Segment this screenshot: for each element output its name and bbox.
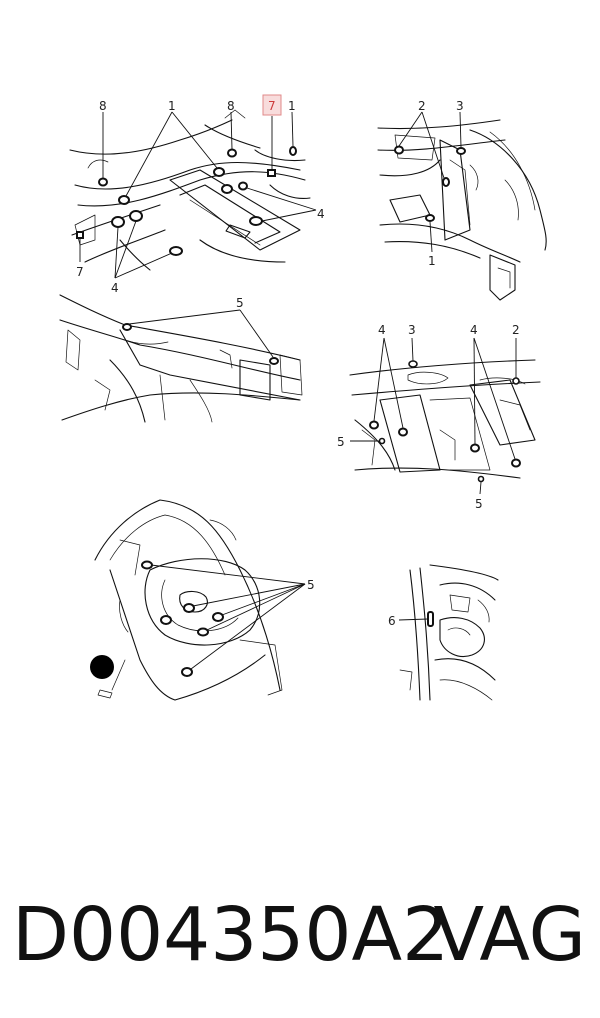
panel-top-right-leaders [398, 111, 462, 253]
callout-label: 5 [307, 578, 315, 592]
panel-top-left-labels: 8 1 8 7 1 4 7 4 [76, 94, 325, 295]
panel-middle-right-holes [369, 360, 521, 483]
panel-bottom-right [399, 564, 499, 701]
panel-middle-left [59, 294, 303, 423]
panel-middle-left-holes [122, 323, 279, 365]
callout-label: 2 [418, 99, 426, 113]
callout-label: 4 [470, 323, 478, 337]
panel-top-left [69, 109, 311, 271]
callout-label: 1 [428, 254, 436, 268]
callout-label: 5 [475, 497, 483, 511]
panel-top-right [377, 119, 547, 301]
part-number: D004350A2 [12, 892, 450, 978]
callout-label: 3 [456, 99, 464, 113]
callout-label: 4 [378, 323, 386, 337]
callout-label: 1 [168, 99, 176, 113]
panel-bottom-right-leaders [398, 618, 429, 621]
brand-label: VAG [433, 892, 586, 978]
callout-label: 4 [317, 207, 325, 221]
callout-label-highlighted: 7 [268, 99, 276, 113]
panel-bottom-right-holes [427, 611, 434, 627]
panel-bottom-left-leaders [150, 564, 306, 670]
panel-middle-right [349, 359, 541, 479]
callout-label: 4 [111, 281, 119, 295]
panel-top-left-leaders [79, 111, 317, 279]
panel-top-right-holes [394, 145, 466, 222]
callout-highlight [262, 94, 282, 116]
panel-middle-right-labels: 4 3 4 2 5 5 [337, 323, 520, 511]
parts-diagram: 8 1 8 7 1 4 7 4 2 [59, 94, 547, 701]
callout-label: 6 [388, 614, 396, 628]
panel-bottom-left [90, 499, 283, 701]
panel-middle-left-labels: 5 [236, 296, 244, 310]
panel-middle-right-leaders [350, 337, 517, 495]
panel-top-left-holes [76, 146, 297, 256]
callout-label: 7 [76, 265, 84, 279]
footer: D004350A2 VAG [0, 880, 600, 990]
callout-label: 8 [99, 99, 107, 113]
callout-label: 2 [512, 323, 520, 337]
panel-bottom-left-holes [141, 560, 224, 677]
panel-top-right-labels: 2 3 1 [418, 99, 464, 268]
callout-label: 1 [288, 99, 296, 113]
callout-label: 8 [227, 99, 235, 113]
panel-middle-left-leaders [128, 309, 274, 358]
panel-bottom-right-labels: 6 [388, 614, 396, 628]
callout-label: 5 [337, 435, 345, 449]
callout-label: 5 [236, 296, 244, 310]
panel-bottom-left-labels: 5 [307, 578, 315, 592]
callout-label: 3 [408, 323, 416, 337]
